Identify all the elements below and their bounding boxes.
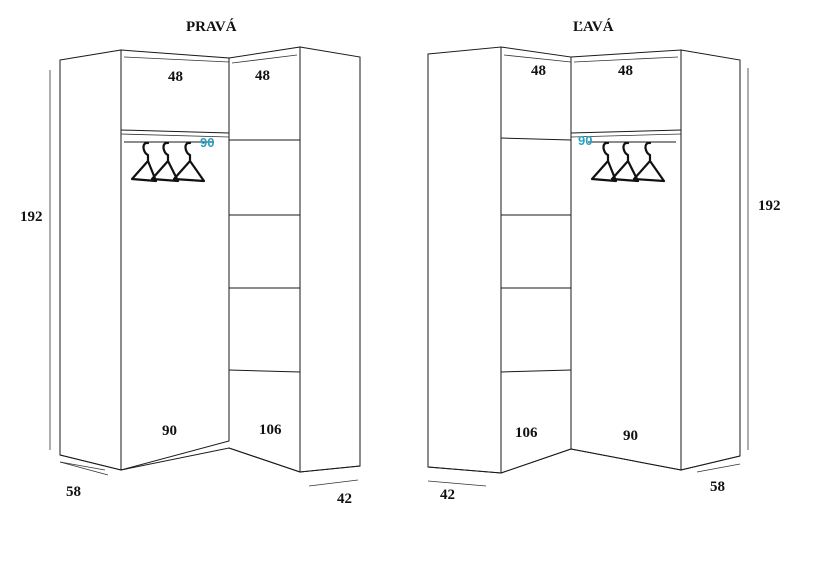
depth-line-right [308, 479, 359, 487]
depth-line-left [427, 480, 487, 487]
top-inner-edge [123, 56, 230, 63]
dim-bottom-left: 106 [515, 425, 538, 441]
floor-line [59, 447, 361, 473]
dim-bottom-right: 90 [623, 428, 638, 444]
hanging-section-outline [570, 49, 682, 471]
hanging-section-outline [120, 49, 230, 471]
shelf-top-edge [231, 54, 298, 64]
hat-shelf-edge [120, 133, 230, 138]
dim-depth-left: 58 [66, 484, 81, 500]
diagram-title-prava: PRAVÁ [186, 18, 237, 35]
hangers-icon [130, 141, 206, 183]
depth-dim-left [59, 461, 106, 471]
side-panel-left [427, 46, 502, 474]
shelf-top-edge [503, 54, 572, 63]
dim-top-right: 48 [255, 68, 270, 84]
depth-line-left [59, 461, 109, 476]
shelf-1 [500, 137, 572, 141]
diagram-title-lava: ĽAVÁ [573, 18, 614, 35]
top-inner-edge [573, 56, 679, 63]
hat-shelf-edge [570, 133, 682, 138]
hat-shelf [120, 129, 230, 134]
floor-line [427, 448, 741, 474]
dim-height: 192 [20, 209, 43, 225]
shelf-4 [500, 369, 572, 373]
shelf-section-outline [228, 46, 301, 473]
dim-top-left: 48 [168, 69, 183, 85]
hat-shelf [570, 129, 682, 134]
wardrobe-left-variant: ĽAVÁ 48 48 90 192 10 [427, 18, 781, 503]
dim-top-right: 48 [618, 63, 633, 79]
dim-height: 192 [758, 198, 781, 214]
side-panel-right [680, 49, 741, 471]
dim-top-left: 48 [531, 63, 546, 79]
dim-depth-right: 42 [337, 491, 352, 507]
side-panel-right [299, 46, 361, 473]
shelf-4 [228, 369, 301, 373]
dim-bottom-left: 90 [162, 423, 177, 439]
wardrobe-right-variant: PRAVÁ 48 48 90 192 [20, 18, 361, 507]
dim-depth-right: 58 [710, 479, 725, 495]
shelf-section-outline [500, 46, 572, 474]
dim-rod-width: 90 [578, 133, 592, 148]
dim-depth-left: 42 [440, 487, 455, 503]
side-panel-left [59, 49, 122, 471]
hangers-icon [590, 141, 666, 183]
dim-bottom-right: 106 [259, 422, 282, 438]
depth-line-right [696, 463, 741, 473]
dim-rod-width: 90 [200, 135, 214, 150]
